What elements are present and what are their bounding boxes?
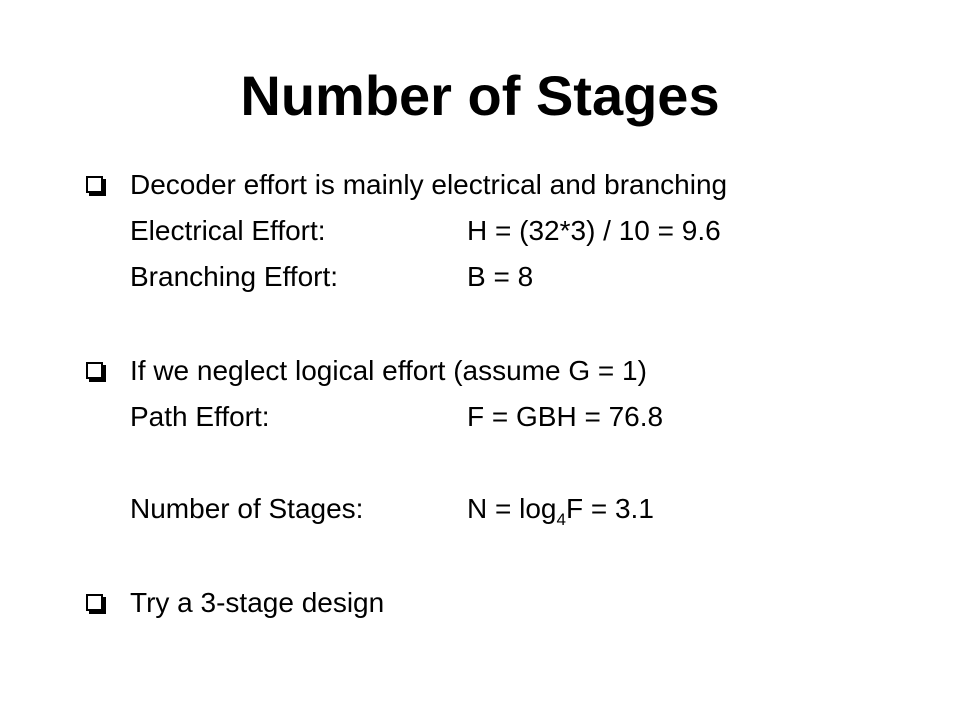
checkbox-bullet-icon [86, 594, 103, 611]
path-effort-value: F = GBH = 76.8 [467, 401, 664, 432]
checkbox-bullet-icon [86, 176, 103, 193]
bullet-1-text: Decoder effort is mainly electrical and … [130, 169, 728, 200]
number-of-stages-value: N = log4F = 3.1 [467, 492, 654, 530]
bullet-2-text: If we neglect logical effort (assume G =… [130, 355, 647, 386]
number-of-stages-label: Number of Stages: [130, 493, 364, 524]
electrical-effort-value: H = (32*3) / 10 = 9.6 [467, 215, 721, 246]
path-effort-label: Path Effort: [130, 401, 270, 432]
slide-title: Number of Stages [240, 64, 720, 127]
stages-value-prefix: N = log [467, 493, 557, 524]
bullet-3-text: Try a 3-stage design [130, 587, 385, 618]
branching-effort-value: B = 8 [467, 261, 534, 292]
branching-effort-label: Branching Effort: [130, 261, 339, 292]
checkbox-bullet-icon [86, 362, 103, 379]
stages-value-suffix: F = 3.1 [565, 493, 654, 524]
log-base-subscript: 4 [556, 510, 566, 529]
electrical-effort-label: Electrical Effort: [130, 215, 326, 246]
